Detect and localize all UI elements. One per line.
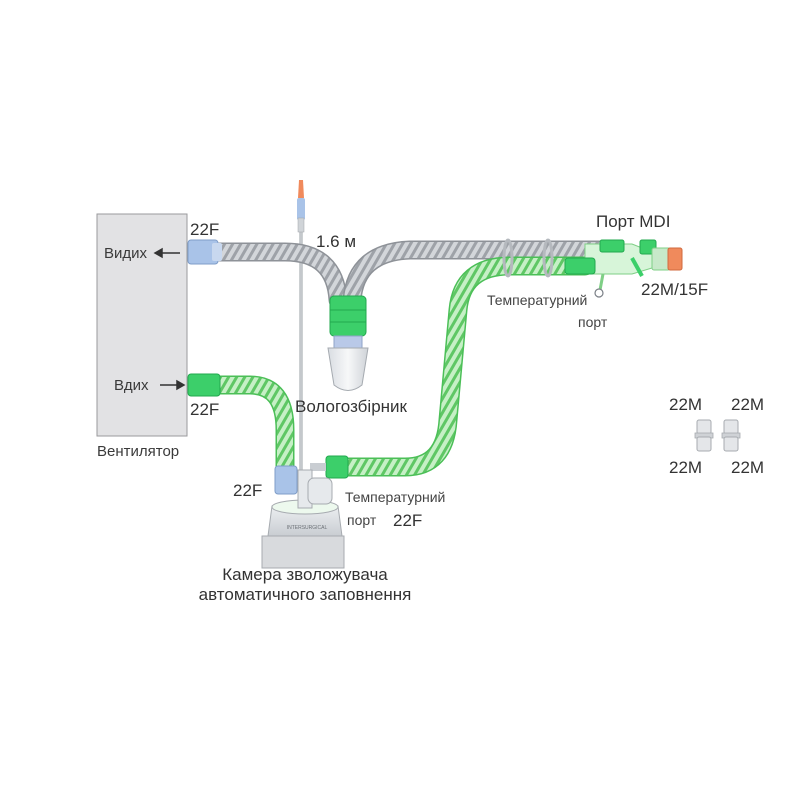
adapter-right (721, 419, 741, 452)
label-adapter-br: 22M (731, 458, 765, 477)
hose-clips (502, 238, 554, 278)
label-exhale: Видих (104, 245, 148, 262)
label-mdi-port: Порт MDI (596, 212, 671, 231)
label-adapter-tl: 22M (669, 395, 703, 414)
label-water-trap: Вологозбірник (295, 397, 407, 416)
exhale-arrow (153, 247, 180, 259)
probe-rod (297, 180, 305, 510)
water-trap (327, 295, 369, 391)
label-temp-port-top-line1: Температурний (487, 292, 588, 308)
label-temp-port-top-line2: порт (578, 314, 608, 330)
label-temp-port-bottom-line1: Температурний (345, 489, 446, 505)
patient-cap (667, 247, 683, 271)
label-22f-exhale: 22F (190, 220, 220, 239)
humidifier-chamber: INTERSURGICAL (261, 469, 345, 569)
connector-22f-inhale (187, 373, 221, 397)
label-adapter-tr: 22M (731, 395, 765, 414)
connector-22f-chamber (274, 465, 298, 495)
y-piece (564, 239, 683, 298)
patient-connector-22m-15f (651, 247, 671, 271)
adapter-left (694, 419, 714, 452)
label-ventilator: Вентилятор (97, 443, 180, 460)
label-chamber-line1: Камера зволожувача (222, 565, 388, 584)
label-22m-15f: 22M/15F (641, 280, 709, 299)
label-adapter-bl: 22M (669, 458, 703, 477)
label-22f-chamber: 22F (233, 481, 263, 500)
label-temp-port-bottom-line2: порт (347, 512, 377, 528)
label-22f-inhale: 22F (190, 400, 220, 419)
label-temp-port-bottom-22f: 22F (393, 511, 423, 530)
chamber-brand-text: INTERSURGICAL (287, 525, 328, 531)
label-inhale: Вдих (114, 377, 149, 394)
spare-adapters (694, 419, 741, 452)
label-chamber-line2: автоматичного заповнення (198, 585, 412, 604)
ventilator-box (96, 213, 188, 437)
inhale-arrow (160, 379, 186, 391)
label-length: 1.6 м (316, 232, 357, 251)
